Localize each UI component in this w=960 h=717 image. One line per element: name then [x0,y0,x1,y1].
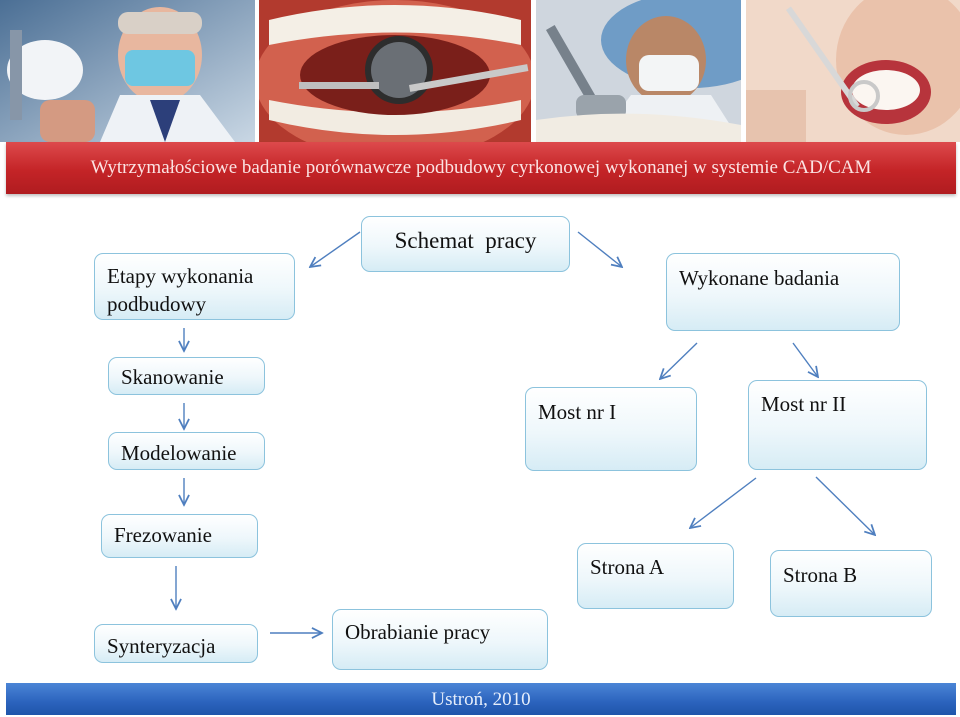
dentist-with-mask-photo [0,0,255,142]
step-skanowanie: Skanowanie [108,357,265,395]
photo-strip [0,0,960,142]
etapy-node: Etapy wykonania podbudowy [94,253,295,320]
masked-dentist-drill-photo [536,0,741,142]
arrow-most2-to-stronaB [815,476,875,535]
step-synteryzacja: Synteryzacja [94,624,258,663]
strona-a-node: Strona A [577,543,734,609]
open-mouth-mirror-photo [259,0,531,142]
arrow-root-to-badania [577,231,622,267]
most-2-node: Most nr II [748,380,927,470]
arrow-most2-to-stronaA [690,477,757,528]
footer-bar: Ustroń, 2010 [6,683,956,715]
title-bar: Wytrzymałościowe badanie porównawcze pod… [6,142,956,194]
most-1-node: Most nr I [525,387,697,471]
step-frezowanie: Frezowanie [101,514,258,558]
badania-node: Wykonane badania [666,253,900,331]
dental-exam-photo [746,0,960,142]
step-obrabianie: Obrabianie pracy [332,609,548,670]
step-modelowanie: Modelowanie [108,432,265,470]
arrow-badania-to-most1 [660,342,698,379]
arrow-badania-to-most2 [792,342,818,377]
root-node: Schemat pracy [361,216,570,272]
arrow-root-to-etapy [310,231,361,267]
strona-b-node: Strona B [770,550,932,617]
